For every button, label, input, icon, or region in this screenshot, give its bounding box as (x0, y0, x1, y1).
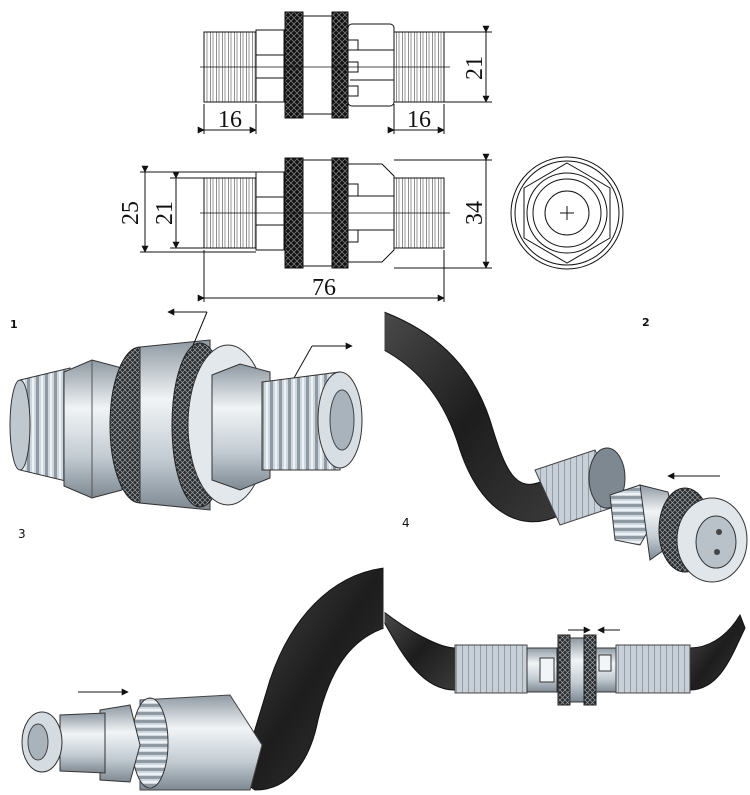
top-left-knurl-ring (284, 11, 304, 119)
top-center-body (302, 15, 333, 115)
dim-bottom-body: 34 (462, 201, 488, 225)
panel-4-right-ring (583, 634, 597, 706)
iso-right-hex (211, 363, 271, 491)
dim-top-left-thread: 16 (218, 107, 242, 133)
dim-bottom-inner: 21 (152, 201, 178, 225)
panel-4-hose-left (383, 610, 456, 691)
top-right-knurl-ring (331, 11, 349, 119)
panel-3-label: 3 (18, 527, 26, 541)
panel-4: 4 (383, 516, 746, 706)
panel-3: 3 (18, 527, 385, 791)
dim-top-height: 21 (462, 56, 488, 80)
front-view: 25 21 34 76 (118, 153, 492, 302)
panel-1: 1 (9, 308, 363, 511)
panel-4-hose-right (689, 613, 746, 691)
panel-4-left-ring (557, 634, 571, 706)
panel-2: 2 (383, 311, 748, 583)
front-left-hex (255, 171, 285, 251)
panel-2-hose (383, 311, 561, 523)
dim-top-right-thread: 16 (407, 107, 431, 133)
top-left-hex (255, 29, 285, 103)
panel-1-label: 1 (10, 318, 18, 331)
panel-4-left-sleeve (454, 644, 528, 694)
panel-3-hose (239, 567, 385, 791)
dim-bottom-outer: 25 (118, 201, 144, 225)
end-view (510, 156, 624, 270)
panel-4-label: 4 (402, 516, 410, 530)
panel-2-label: 2 (642, 316, 650, 329)
panel-4-right-sleeve (615, 644, 691, 694)
dim-total-length: 76 (312, 275, 336, 301)
top-view: 16 16 21 (197, 11, 492, 134)
